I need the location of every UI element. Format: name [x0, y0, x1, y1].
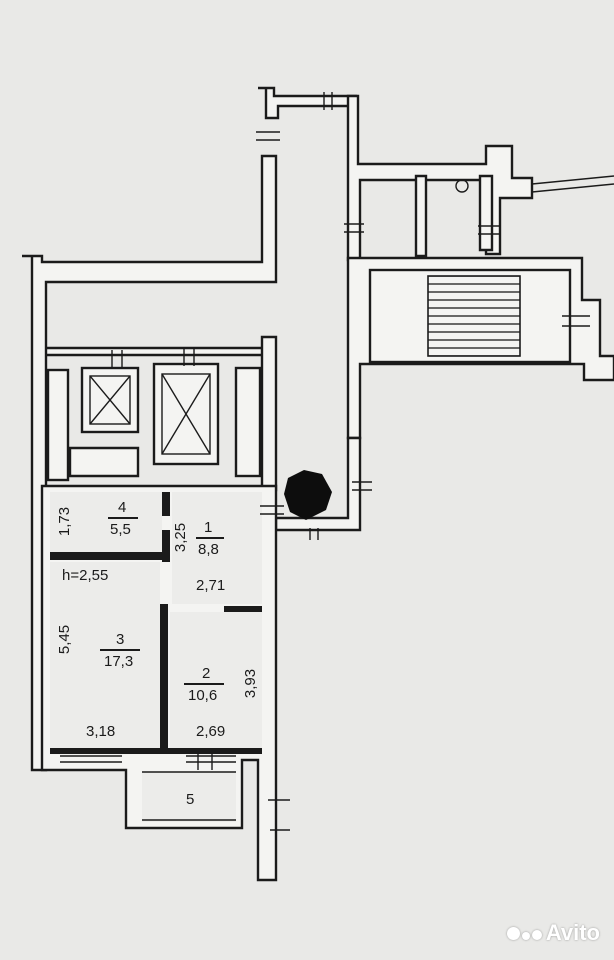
room-3-area	[50, 562, 160, 750]
room-1-underline	[196, 537, 224, 539]
room-1-area-label: 8,8	[198, 541, 219, 558]
wall-1-2	[224, 606, 262, 612]
redaction-mark	[284, 470, 332, 520]
corridor-wall-top	[258, 86, 358, 120]
room-1-number: 1	[204, 519, 213, 536]
stair-treads	[427, 275, 521, 357]
avito-watermark-text: Avito	[545, 920, 600, 945]
wall-bottom	[50, 748, 262, 754]
room2-width-dim: 2,69	[196, 723, 226, 740]
room-4-number: 4	[118, 499, 127, 516]
partition-top-1	[414, 174, 428, 258]
ceiling-height-label: h=2,55	[62, 567, 109, 584]
room4-height-dim: 1,73	[56, 506, 74, 537]
hall-depth-dim: 2,71	[196, 577, 226, 594]
partition-top-2	[478, 174, 494, 252]
avito-watermark: Avito	[506, 920, 600, 946]
hall-width-dim: 3,25	[172, 522, 190, 553]
wall-4-1	[162, 492, 170, 516]
room-3-number: 3	[116, 631, 125, 648]
shaft-bottom	[68, 446, 140, 478]
room3-depth-dim: 5,45	[56, 624, 74, 655]
shaft-right	[234, 366, 262, 478]
wall-3-2	[160, 604, 168, 750]
room-4-underline	[108, 517, 138, 519]
wall-4-3	[50, 552, 162, 560]
room-2-area-label: 10,6	[188, 687, 218, 704]
room-2-area	[170, 612, 262, 750]
balcony-area	[142, 772, 236, 822]
room-1-area	[172, 492, 262, 604]
room-3-area-label: 17,3	[104, 653, 134, 670]
room3-width-dim: 3,18	[86, 723, 116, 740]
shaft-left	[46, 368, 70, 482]
room-4-area	[50, 492, 162, 552]
room-4-area-label: 5,5	[110, 521, 131, 538]
room-2-number: 2	[202, 665, 211, 682]
room-5-number: 5	[186, 791, 195, 808]
room-2-underline	[184, 683, 224, 685]
corridor-wall-right	[346, 94, 534, 262]
wall-4-1b	[162, 530, 170, 562]
room-3-underline	[100, 649, 140, 651]
avito-logo-icon	[506, 926, 542, 940]
room2-depth-dim: 3,93	[242, 668, 260, 699]
